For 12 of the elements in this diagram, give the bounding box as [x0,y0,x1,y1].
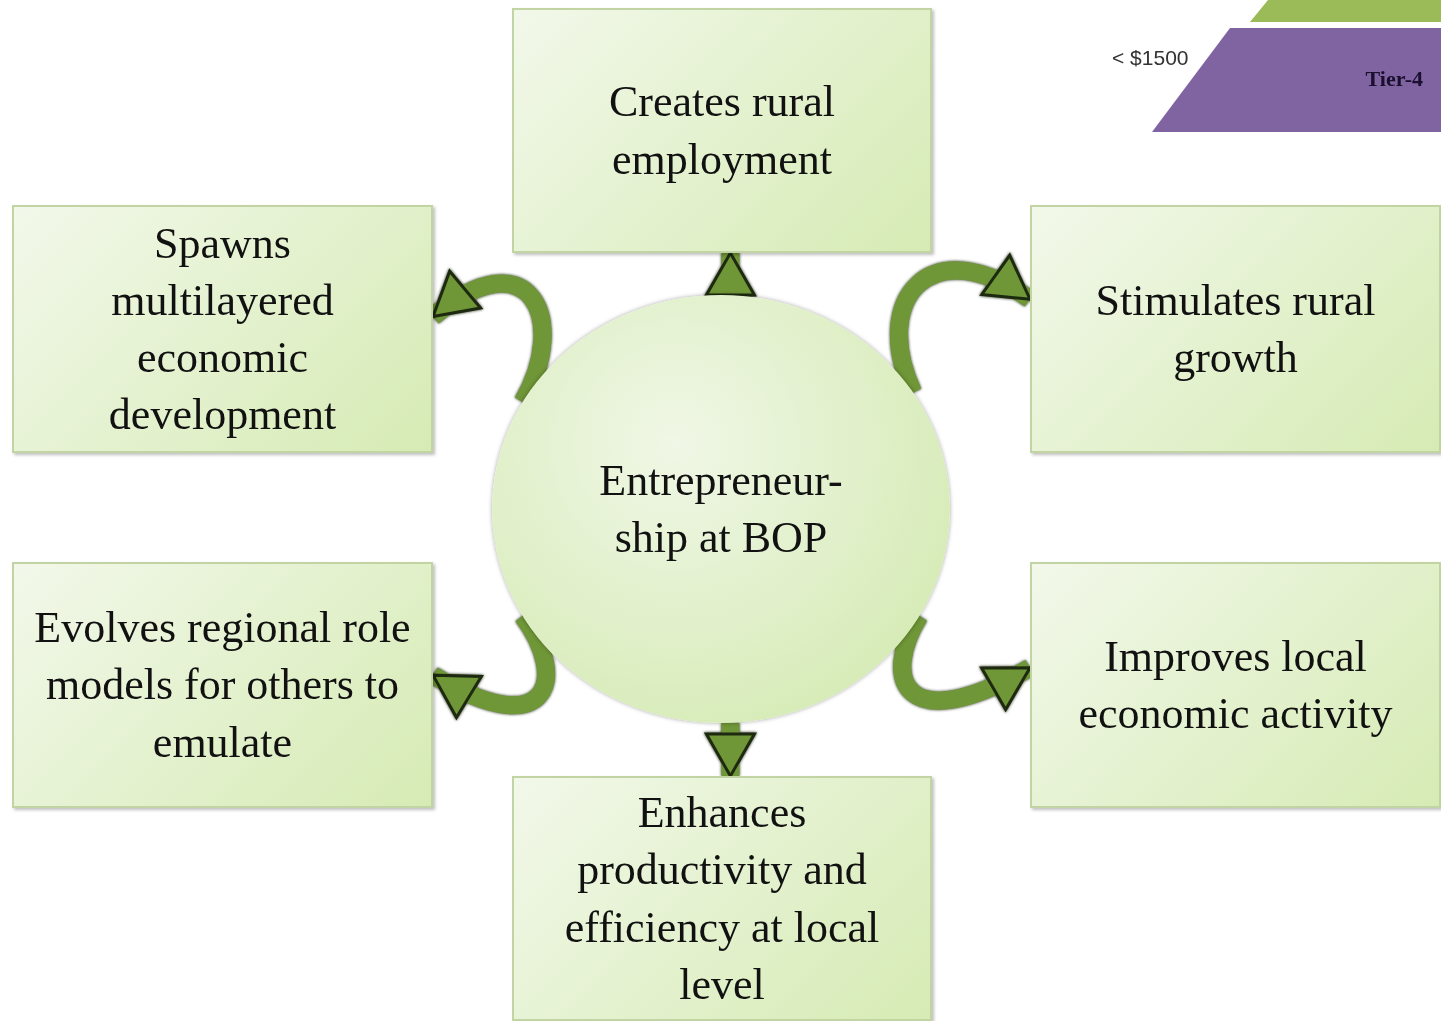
curved-arrow [704,251,756,297]
pyramid-band [1250,0,1441,22]
outcome-box: Improves local economic activity [1030,562,1441,808]
outcome-box: Enhances productivity and efficiency at local level [512,776,932,1021]
center-circle: Entrepreneur- ship at BOP [492,295,950,723]
outcome-box: Evolves regional role models for others to emulate [12,562,433,808]
income-label: < $1500 [1112,46,1189,70]
curved-arrow [704,722,756,778]
outcome-box: Spawns multilayered economic development [12,205,433,453]
tier-label: Tier-4 [1365,66,1423,92]
outcome-box: Stimulates rural growth [1030,205,1441,453]
outcome-box: Creates rural employment [512,8,932,253]
